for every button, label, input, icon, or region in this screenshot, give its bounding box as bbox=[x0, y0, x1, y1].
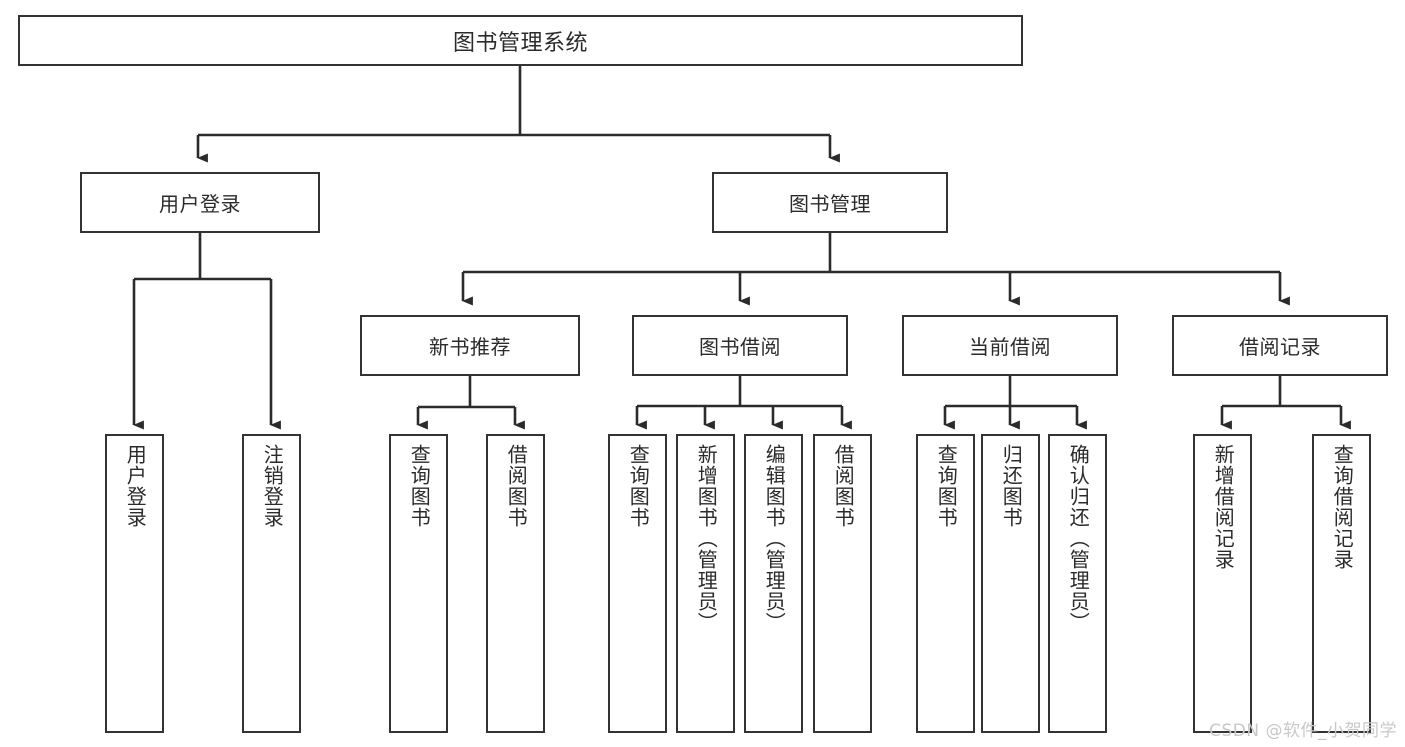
node-label: 借阅图书 bbox=[831, 444, 856, 528]
node-new-book-recommend[interactable]: 新书推荐 bbox=[360, 315, 580, 376]
node-label: 新增图书（管理员） bbox=[694, 444, 719, 633]
leaf-book-borrow-query[interactable]: 查询图书 bbox=[608, 434, 667, 733]
node-label: 确认归还（管理员） bbox=[1066, 444, 1091, 633]
leaf-borrow-record-query[interactable]: 查询借阅记录 bbox=[1312, 434, 1371, 733]
leaf-current-borrow-confirm-return[interactable]: 确认归还（管理员） bbox=[1048, 434, 1107, 733]
node-current-borrow[interactable]: 当前借阅 bbox=[902, 315, 1118, 376]
leaf-book-borrow-borrow[interactable]: 借阅图书 bbox=[813, 434, 872, 733]
node-user-login[interactable]: 用户登录 bbox=[80, 172, 320, 233]
node-label: 注销登录 bbox=[260, 444, 285, 528]
leaf-current-borrow-return[interactable]: 归还图书 bbox=[981, 434, 1040, 733]
leaf-user-login-logout[interactable]: 注销登录 bbox=[242, 434, 301, 733]
node-label: 图书管理系统 bbox=[452, 30, 588, 56]
node-label: 当前借阅 bbox=[969, 335, 1051, 359]
node-label: 查询图书 bbox=[934, 444, 959, 528]
leaf-current-borrow-query[interactable]: 查询图书 bbox=[916, 434, 975, 733]
leaf-book-borrow-edit[interactable]: 编辑图书（管理员） bbox=[744, 434, 803, 733]
leaf-new-book-borrow[interactable]: 借阅图书 bbox=[486, 434, 545, 733]
node-book-management[interactable]: 图书管理 bbox=[712, 172, 948, 233]
node-borrow-record[interactable]: 借阅记录 bbox=[1172, 315, 1388, 376]
node-label: 用户登录 bbox=[123, 444, 148, 528]
leaf-user-login-login[interactable]: 用户登录 bbox=[105, 434, 164, 733]
leaf-book-borrow-add[interactable]: 新增图书（管理员） bbox=[676, 434, 735, 733]
node-label: 查询借阅记录 bbox=[1330, 444, 1355, 570]
node-label: 借阅记录 bbox=[1239, 335, 1321, 359]
leaf-borrow-record-add[interactable]: 新增借阅记录 bbox=[1193, 434, 1252, 733]
node-book-borrow[interactable]: 图书借阅 bbox=[632, 315, 848, 376]
node-label: 查询图书 bbox=[407, 444, 432, 528]
node-label: 借阅图书 bbox=[504, 444, 529, 528]
node-label: 归还图书 bbox=[999, 444, 1024, 528]
node-label: 编辑图书（管理员） bbox=[762, 444, 787, 633]
node-label: 图书借阅 bbox=[699, 335, 781, 359]
node-label: 用户登录 bbox=[159, 192, 241, 216]
node-label: 新增借阅记录 bbox=[1211, 444, 1236, 570]
node-label: 查询图书 bbox=[626, 444, 651, 528]
node-root-book-management-system[interactable]: 图书管理系统 bbox=[18, 15, 1023, 66]
node-label: 新书推荐 bbox=[429, 335, 511, 359]
leaf-new-book-query[interactable]: 查询图书 bbox=[389, 434, 448, 733]
node-label: 图书管理 bbox=[789, 192, 871, 216]
